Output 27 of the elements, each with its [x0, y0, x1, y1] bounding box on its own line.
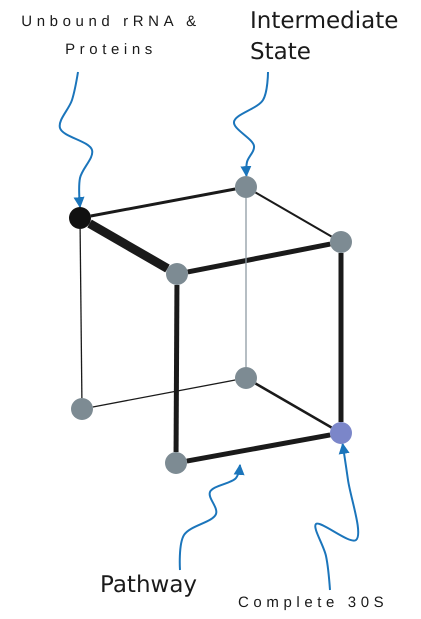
- state-node: [71, 398, 93, 420]
- state-node: [166, 263, 188, 285]
- cube-edge: [245, 198, 247, 367]
- cube-edge: [338, 253, 344, 422]
- leader-arrow: [233, 72, 269, 178]
- cube-edge: [87, 220, 170, 272]
- leader-arrow: [178, 464, 244, 570]
- leader-arrow: [58, 72, 94, 208]
- cube-edge: [186, 432, 331, 464]
- callout-label: Complete 30S: [238, 593, 390, 613]
- cube-edge: [90, 188, 236, 218]
- leader-arrow: [314, 442, 360, 590]
- callout-label: Intermediate State: [250, 7, 400, 67]
- state-node: [330, 422, 352, 444]
- state-node: [69, 207, 91, 229]
- cube-edge: [174, 285, 180, 452]
- state-node: [235, 367, 257, 389]
- callout-label: Pathway: [100, 571, 198, 600]
- cube-edge: [79, 229, 83, 398]
- cube-edge: [255, 192, 332, 238]
- cube-edge: [254, 382, 332, 429]
- cube-edge: [187, 242, 331, 274]
- state-node: [165, 452, 187, 474]
- callout-label: Unbound rRNA & Proteins: [20, 12, 202, 60]
- state-node: [330, 231, 352, 253]
- state-node: [235, 176, 257, 198]
- cube-edge: [92, 379, 236, 408]
